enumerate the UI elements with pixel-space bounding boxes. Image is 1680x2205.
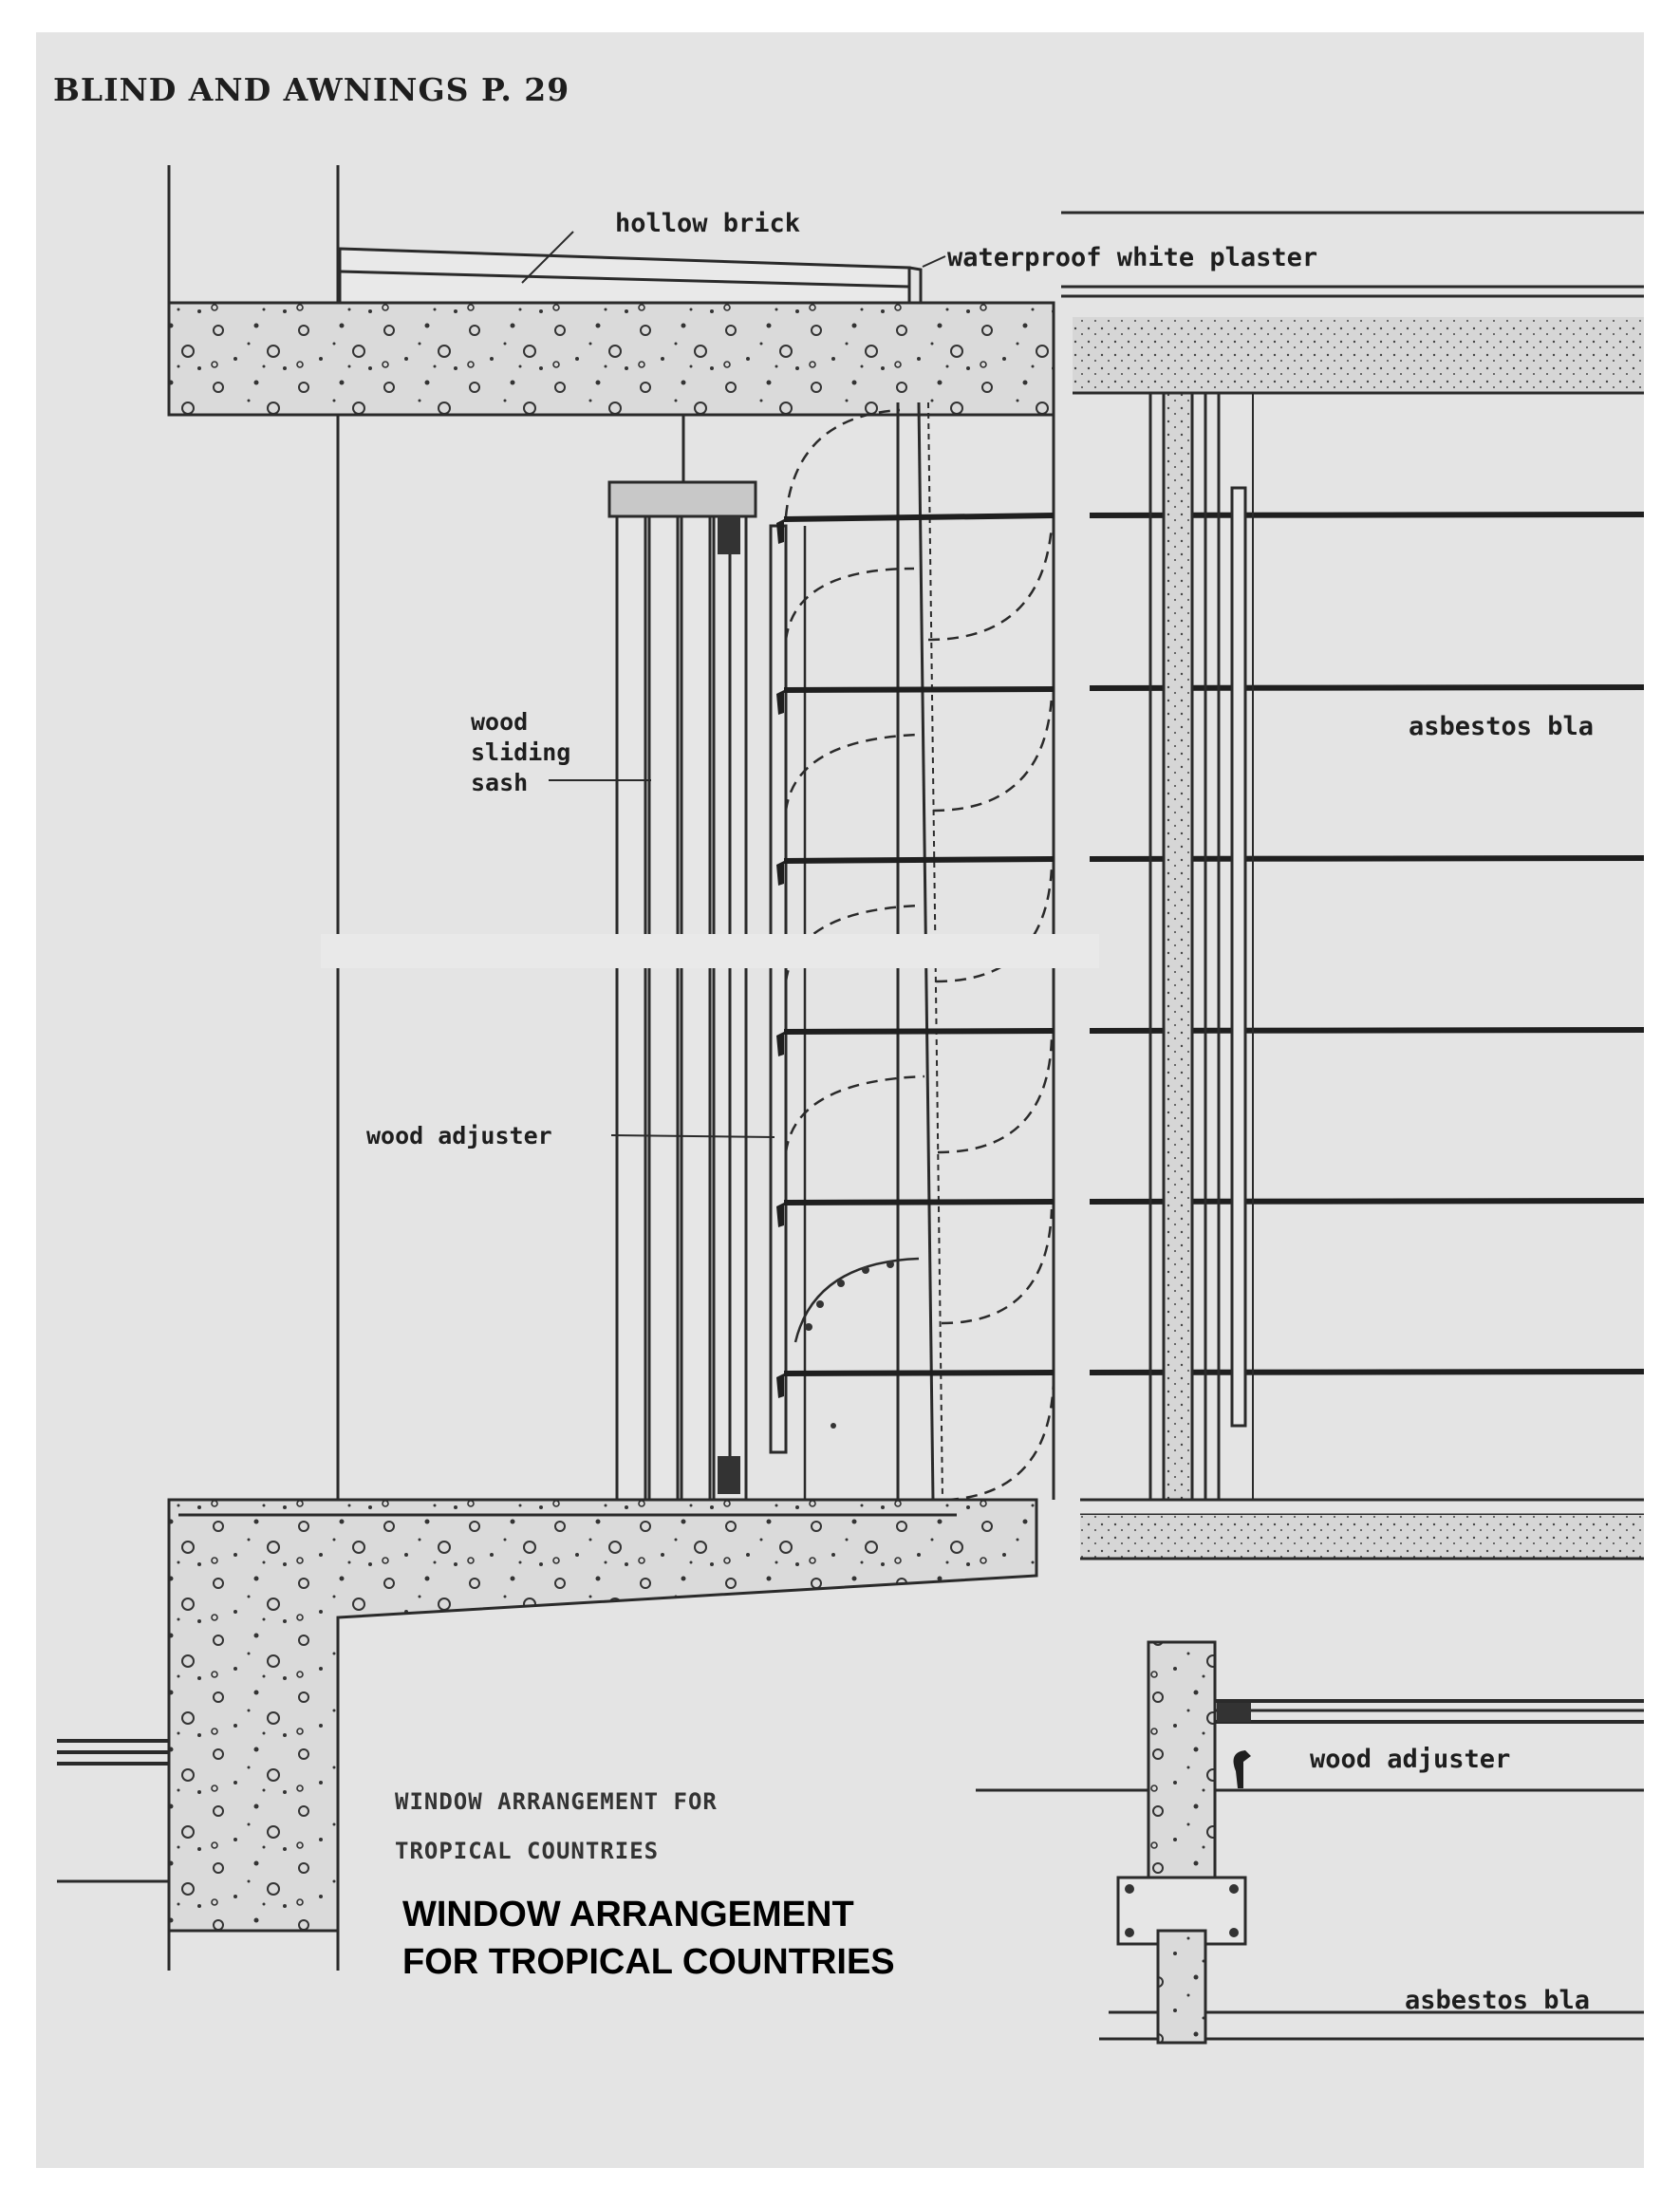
leader-lines: [549, 779, 775, 1138]
louvre-swing-arcs: [784, 408, 1055, 1502]
label-asbestos-blade-lower: asbestos bla: [1405, 1986, 1591, 2015]
label-wood-sliding-sash-line-1: wood: [471, 708, 529, 736]
caption-bold-line-2: FOR TROPICAL COUNTRIES: [402, 1942, 895, 1982]
label-wood-adjuster-detail: wood adjuster: [1310, 1745, 1511, 1774]
adjuster-quadrant: [793, 1257, 920, 1429]
caption-typed: WINDOW ARRANGEMENT FOR TROPICAL COUNTRIES: [395, 1777, 718, 1876]
right-upper-wall: [1061, 211, 1644, 395]
caption-bold-line-1: WINDOW ARRANGEMENT: [402, 1895, 854, 1934]
right-sill-lines: [1080, 1498, 1644, 1560]
caption-bold: WINDOW ARRANGEMENT FOR TROPICAL COUNTRIES: [402, 1891, 895, 1986]
right-mullion: [1148, 391, 1254, 1502]
caption-typed-line-1: WINDOW ARRANGEMENT FOR: [395, 1788, 718, 1815]
break-line: [321, 934, 1099, 968]
top-lintel: [167, 165, 1055, 417]
section-drawing: [57, 165, 1644, 2045]
mullion-detail: [976, 1640, 1644, 2045]
label-waterproof-white-plaster: waterproof white plaster: [947, 243, 1318, 272]
left-wall-stub: [57, 1739, 169, 1883]
caption-typed-line-2: TROPICAL COUNTRIES: [395, 1838, 660, 1864]
label-wood-sliding-sash-line-3: sash: [471, 769, 529, 796]
label-hollow-brick: hollow brick: [615, 209, 801, 238]
hollow-brick-layer: [338, 247, 923, 305]
drawing-sheet: BLIND AND AWNINGS P. 29 hollow brick wat…: [36, 32, 1644, 2168]
label-asbestos-blade-upper: asbestos bla: [1409, 712, 1595, 741]
page-header: BLIND AND AWNINGS P. 29: [53, 71, 570, 108]
label-wood-adjuster: wood adjuster: [366, 1122, 552, 1149]
label-wood-sliding-sash-line-2: sliding: [471, 738, 571, 766]
sill-beam: [167, 1498, 1038, 1971]
